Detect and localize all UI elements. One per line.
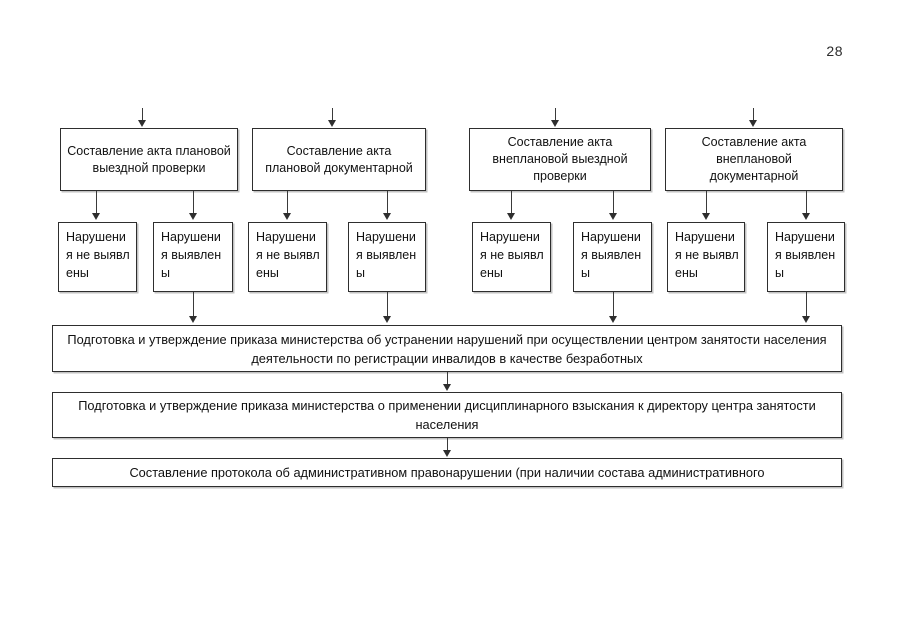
action-arrowhead-2 [443, 450, 451, 457]
violations-arrowhead-2 [383, 316, 391, 323]
branch-connector-2b [387, 191, 388, 217]
incoming-connector-1 [142, 108, 143, 122]
branch-connector-1b [193, 191, 194, 217]
node-order-disciplinary-action[interactable]: Подготовка и утверждение приказа министе… [52, 392, 842, 438]
page-number: 28 [826, 43, 843, 59]
node-label: Составление акта плановой документарной [265, 143, 413, 175]
branch-arrowhead-3a [507, 213, 515, 220]
node-label: Нарушения не выявлены [675, 230, 739, 280]
violations-connector-3 [613, 292, 614, 320]
branch-connector-4b [806, 191, 807, 217]
incoming-arrowhead-2 [328, 120, 336, 127]
node-label: Подготовка и утверждение приказа министе… [67, 331, 827, 366]
node-no-violations-2[interactable]: Нарушения не выявлены [248, 222, 327, 292]
branch-connector-3b [613, 191, 614, 217]
node-label: Составление акта внеплановой выездной пр… [492, 135, 628, 183]
node-no-violations-4[interactable]: Нарушения не выявлены [667, 222, 745, 292]
violations-connector-1 [193, 292, 194, 320]
node-label: Нарушения выявлены [775, 230, 836, 280]
node-label: Нарушения не выявлены [256, 230, 320, 280]
violations-connector-2 [387, 292, 388, 320]
node-label: Подготовка и утверждение приказа министе… [78, 398, 816, 432]
node-label: Нарушения не выявлены [480, 230, 544, 280]
branch-connector-3a [511, 191, 512, 217]
branch-arrowhead-1a [92, 213, 100, 220]
node-act-planned-onsite[interactable]: Составление акта плановой выездной прове… [60, 128, 238, 191]
node-act-unplanned-documentary[interactable]: Составление акта внеплановой документарн… [665, 128, 843, 191]
branch-arrowhead-4b [802, 213, 810, 220]
violations-connector-4 [806, 292, 807, 320]
branch-arrowhead-2b [383, 213, 391, 220]
incoming-arrowhead-4 [749, 120, 757, 127]
branch-arrowhead-4a [702, 213, 710, 220]
incoming-connector-2 [332, 108, 333, 122]
node-order-eliminate-violations[interactable]: Подготовка и утверждение приказа министе… [52, 325, 842, 372]
node-violations-1[interactable]: Нарушения выявлены [153, 222, 233, 292]
violations-arrowhead-4 [802, 316, 810, 323]
incoming-arrowhead-1 [138, 120, 146, 127]
node-label: Составление акта плановой выездной прове… [67, 143, 231, 175]
branch-connector-1a [96, 191, 97, 217]
node-no-violations-1[interactable]: Нарушения не выявлены [58, 222, 137, 292]
violations-arrowhead-3 [609, 316, 617, 323]
incoming-arrowhead-3 [551, 120, 559, 127]
action-connector-2 [447, 438, 448, 452]
branch-connector-4a [706, 191, 707, 217]
action-arrowhead-1 [443, 384, 451, 391]
node-label: Нарушения выявлены [356, 230, 417, 280]
node-label: Составление акта внеплановой документарн… [701, 135, 807, 183]
incoming-connector-3 [555, 108, 556, 122]
node-label: Нарушения не выявлены [66, 230, 130, 280]
node-label: Нарушения выявлены [161, 230, 222, 280]
node-label: Нарушения выявлены [581, 230, 642, 280]
node-act-planned-documentary[interactable]: Составление акта плановой документарной [252, 128, 426, 191]
node-no-violations-3[interactable]: Нарушения не выявлены [472, 222, 551, 292]
branch-arrowhead-3b [609, 213, 617, 220]
branch-arrowhead-1b [189, 213, 197, 220]
action-connector-1 [447, 372, 448, 386]
node-act-unplanned-onsite[interactable]: Составление акта внеплановой выездной пр… [469, 128, 651, 191]
node-violations-2[interactable]: Нарушения выявлены [348, 222, 426, 292]
violations-arrowhead-1 [189, 316, 197, 323]
node-violations-3[interactable]: Нарушения выявлены [573, 222, 652, 292]
node-administrative-protocol[interactable]: Составление протокола об административно… [52, 458, 842, 487]
node-violations-4[interactable]: Нарушения выявлены [767, 222, 845, 292]
node-label: Составление протокола об административно… [129, 465, 765, 480]
branch-connector-2a [287, 191, 288, 217]
incoming-connector-4 [753, 108, 754, 122]
branch-arrowhead-2a [283, 213, 291, 220]
